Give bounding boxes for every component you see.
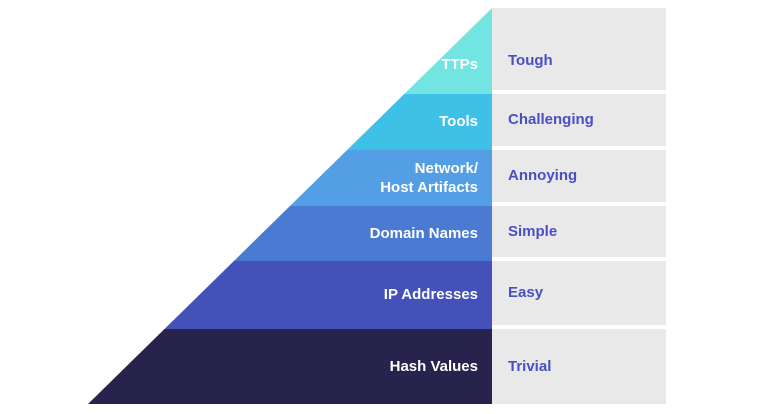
- level-label-network-host-artifacts: Network/ Host Artifacts: [380, 159, 478, 197]
- pyramid: TTPs Tools Network/ Host Artifacts Domai…: [88, 8, 492, 404]
- pyramid-level-network-host-artifacts: Network/ Host Artifacts: [88, 150, 492, 206]
- pain-row-annoying: Annoying: [492, 150, 666, 206]
- pain-row-tough: Tough: [492, 8, 666, 94]
- pyramid-level-ttps: TTPs: [88, 8, 492, 94]
- level-label-ip-addresses: IP Addresses: [383, 286, 478, 304]
- pain-row-trivial: Trivial: [492, 329, 666, 404]
- level-label-tools: Tools: [439, 113, 478, 131]
- pyramid-level-hash-values: Hash Values: [88, 329, 492, 404]
- pain-row-challenging: Challenging: [492, 94, 666, 150]
- pain-label-simple: Simple: [508, 222, 558, 240]
- pain-label-challenging: Challenging: [508, 111, 594, 129]
- pyramid-level-domain-names: Domain Names: [88, 206, 492, 261]
- pyramid-level-ip-addresses: IP Addresses: [88, 261, 492, 329]
- pain-label-annoying: Annoying: [508, 167, 578, 185]
- level-label-ttps: TTPs: [441, 55, 478, 73]
- level-label-domain-names: Domain Names: [369, 224, 478, 242]
- level-label-hash-values: Hash Values: [389, 357, 478, 375]
- pain-row-simple: Simple: [492, 206, 666, 261]
- pain-label-tough: Tough: [508, 51, 553, 69]
- pain-column: Tough Challenging Annoying Simple Easy T…: [492, 8, 666, 404]
- pain-row-easy: Easy: [492, 261, 666, 329]
- pyramid-level-tools: Tools: [88, 94, 492, 150]
- pain-label-easy: Easy: [508, 284, 544, 302]
- pain-label-trivial: Trivial: [508, 357, 552, 375]
